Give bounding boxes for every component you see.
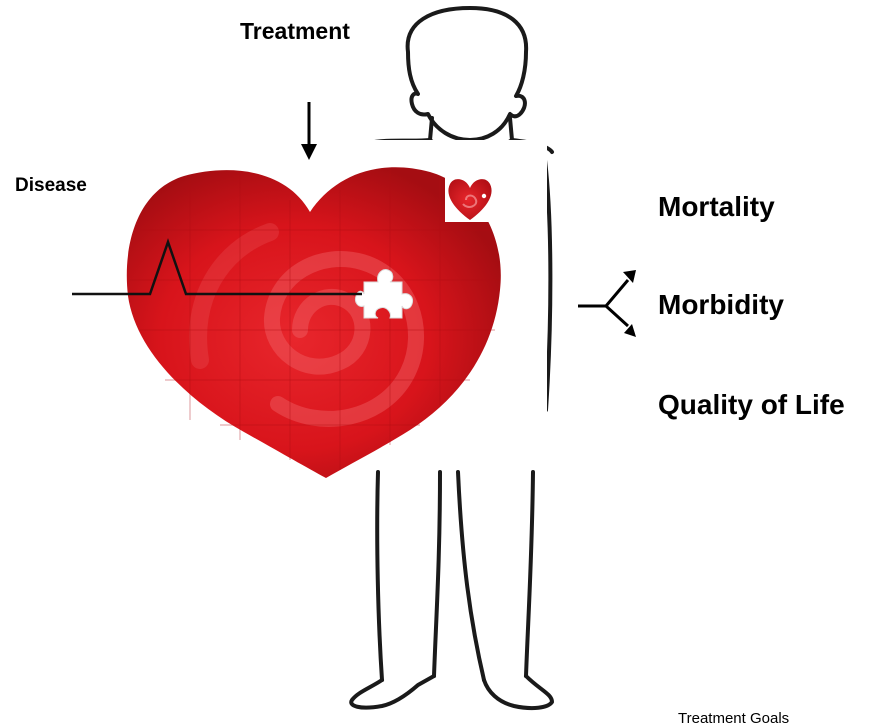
quality-of-life-label: Quality of Life [658, 389, 845, 421]
fork-arrow-icon [578, 270, 636, 337]
mortality-label: Mortality [658, 191, 775, 223]
caption-label: Treatment Goals [678, 710, 789, 727]
small-heart-icon [445, 170, 495, 222]
disease-label: Disease [15, 175, 87, 197]
morbidity-label: Morbidity [658, 289, 784, 321]
treatment-label: Treatment [240, 18, 350, 45]
